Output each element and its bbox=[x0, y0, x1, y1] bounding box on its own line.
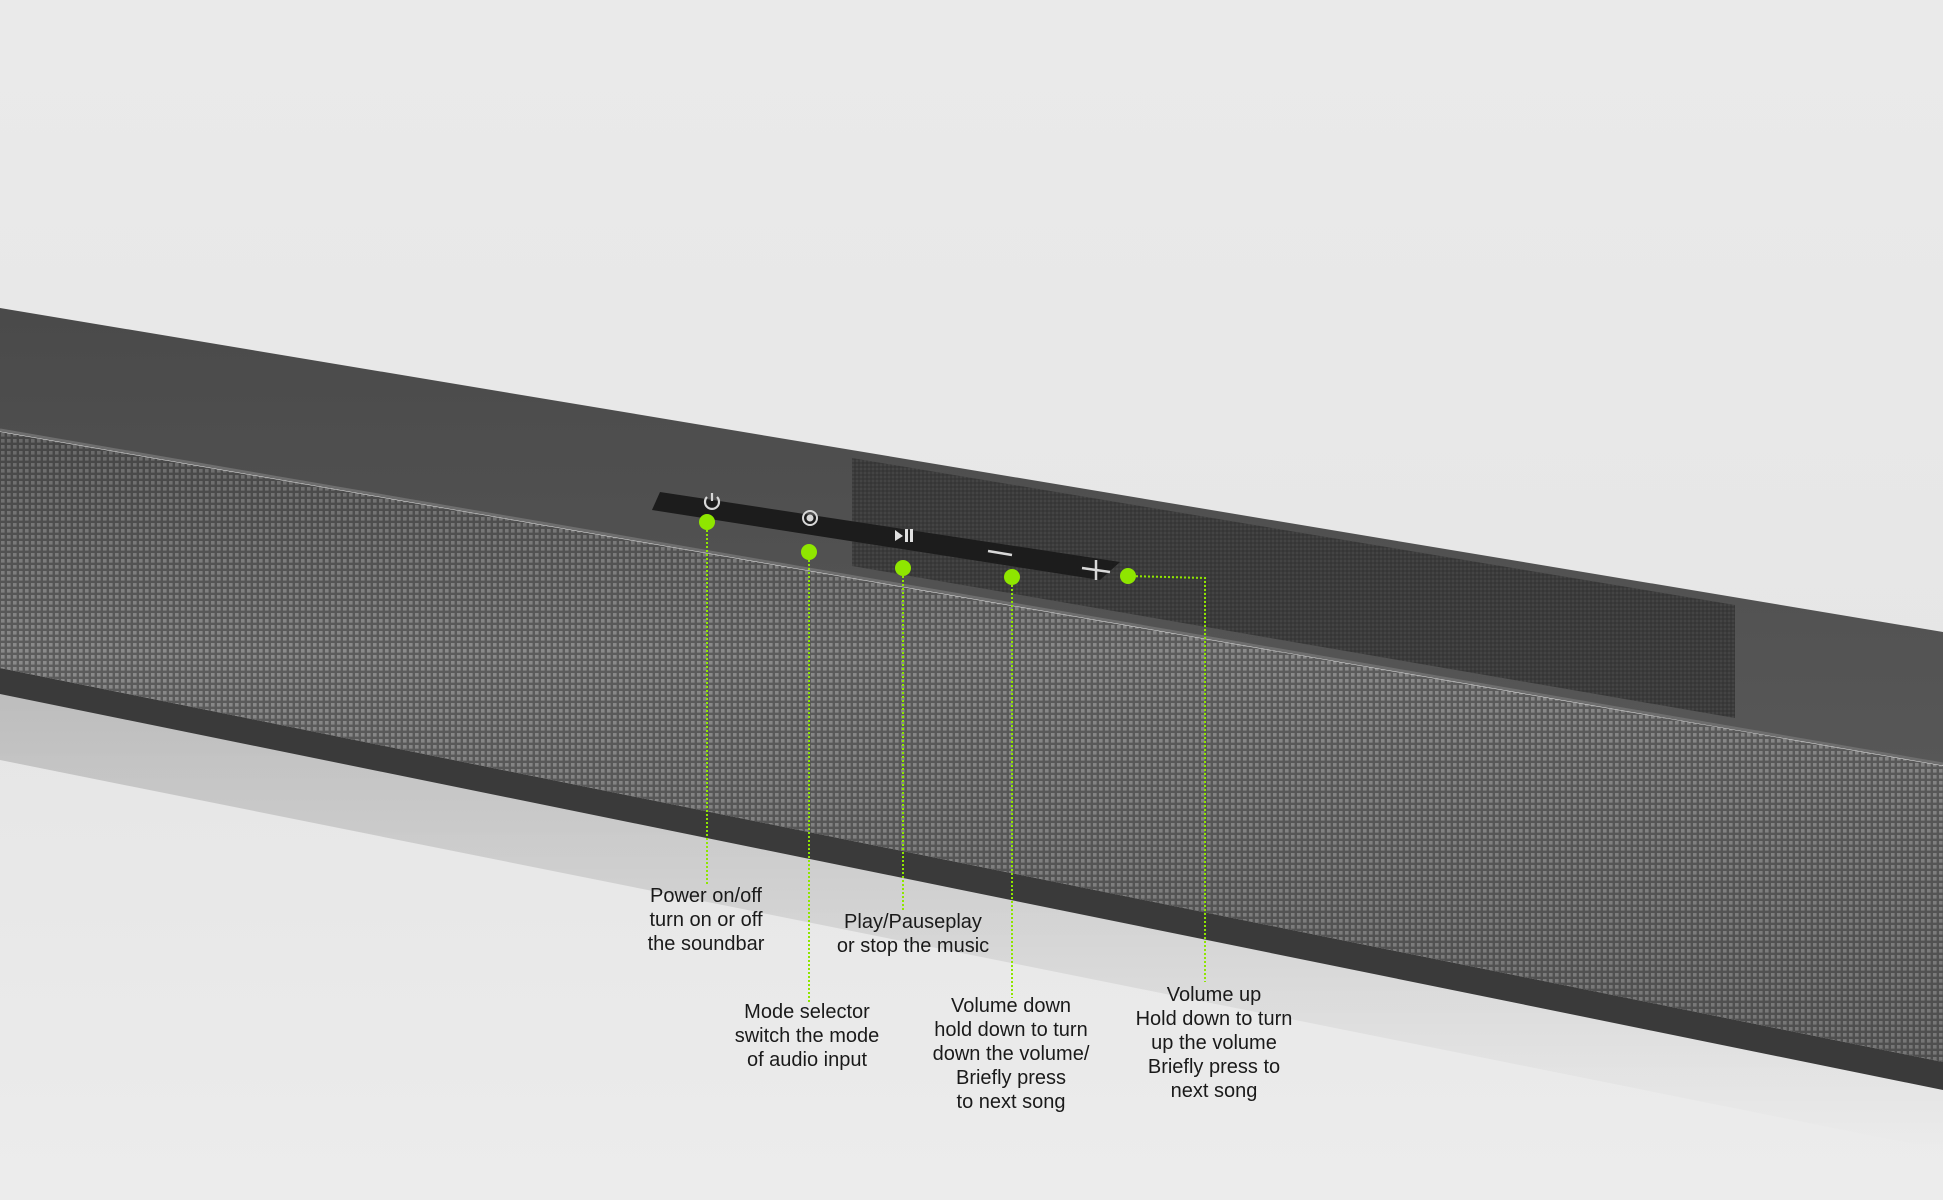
fabric-panel bbox=[852, 458, 1735, 718]
minus-icon[interactable] bbox=[987, 549, 1013, 557]
floor-shadow bbox=[0, 690, 1943, 1150]
leader-volume-up bbox=[1127, 575, 1206, 982]
callout-volume-down-line-3: down the volume/ bbox=[932, 1043, 1090, 1065]
plus-icon[interactable] bbox=[1081, 560, 1111, 580]
callout-play-line-1: Play/Pauseplay bbox=[844, 911, 982, 933]
bottom-lip bbox=[0, 668, 1943, 1090]
callout-volume-up-line-2: Hold down to turn bbox=[1135, 1008, 1293, 1030]
callout-volume-down-line-2: hold down to turn bbox=[934, 1019, 1088, 1041]
callout-play: Play/Pauseplay or stop the music bbox=[837, 910, 989, 958]
dot-play bbox=[895, 560, 911, 576]
callout-power-line-3: the soundbar bbox=[647, 933, 765, 955]
top-edge bbox=[0, 428, 1943, 766]
callout-volume-up-line-4: Briefly press to bbox=[1147, 1056, 1281, 1078]
callout-volume-up-line-1: Volume up bbox=[1166, 984, 1262, 1006]
dot-power bbox=[699, 514, 715, 530]
control-strip bbox=[652, 492, 1120, 580]
callout-play-line-2: or stop the music bbox=[836, 935, 990, 957]
grille-shading bbox=[0, 432, 1943, 1062]
dot-volume-up bbox=[1120, 568, 1136, 584]
power-icon[interactable] bbox=[703, 493, 721, 510]
dot-mode bbox=[801, 544, 817, 560]
callout-mode-line-1: Mode selector bbox=[744, 1001, 870, 1023]
callout-volume-down: Volume down hold down to turn down the v… bbox=[933, 994, 1090, 1114]
callout-volume-down-line-4: Briefly press bbox=[955, 1067, 1067, 1089]
play-pause-icon[interactable] bbox=[895, 529, 913, 542]
callout-leaders bbox=[706, 522, 1206, 1004]
callout-power: Power on/off turn on or off the soundbar bbox=[648, 884, 765, 956]
callout-volume-down-line-1: Volume down bbox=[950, 995, 1072, 1017]
callout-mode: Mode selector switch the mode of audio i… bbox=[735, 1000, 880, 1072]
callout-mode-line-3: of audio input bbox=[746, 1049, 868, 1071]
callout-power-line-2: turn on or off bbox=[649, 909, 763, 931]
callout-dots bbox=[699, 514, 1136, 585]
mode-icon[interactable] bbox=[802, 510, 818, 526]
callout-volume-down-line-5: to next song bbox=[956, 1091, 1066, 1113]
callout-volume-up-line-5: next song bbox=[1170, 1080, 1258, 1102]
callout-power-line-1: Power on/off bbox=[650, 885, 762, 907]
callout-mode-line-2: switch the mode bbox=[734, 1025, 880, 1047]
dot-volume-down bbox=[1004, 569, 1020, 585]
callout-volume-up: Volume up Hold down to turn up the volum… bbox=[1136, 983, 1293, 1103]
callout-volume-up-line-3: up the volume bbox=[1151, 1032, 1277, 1054]
